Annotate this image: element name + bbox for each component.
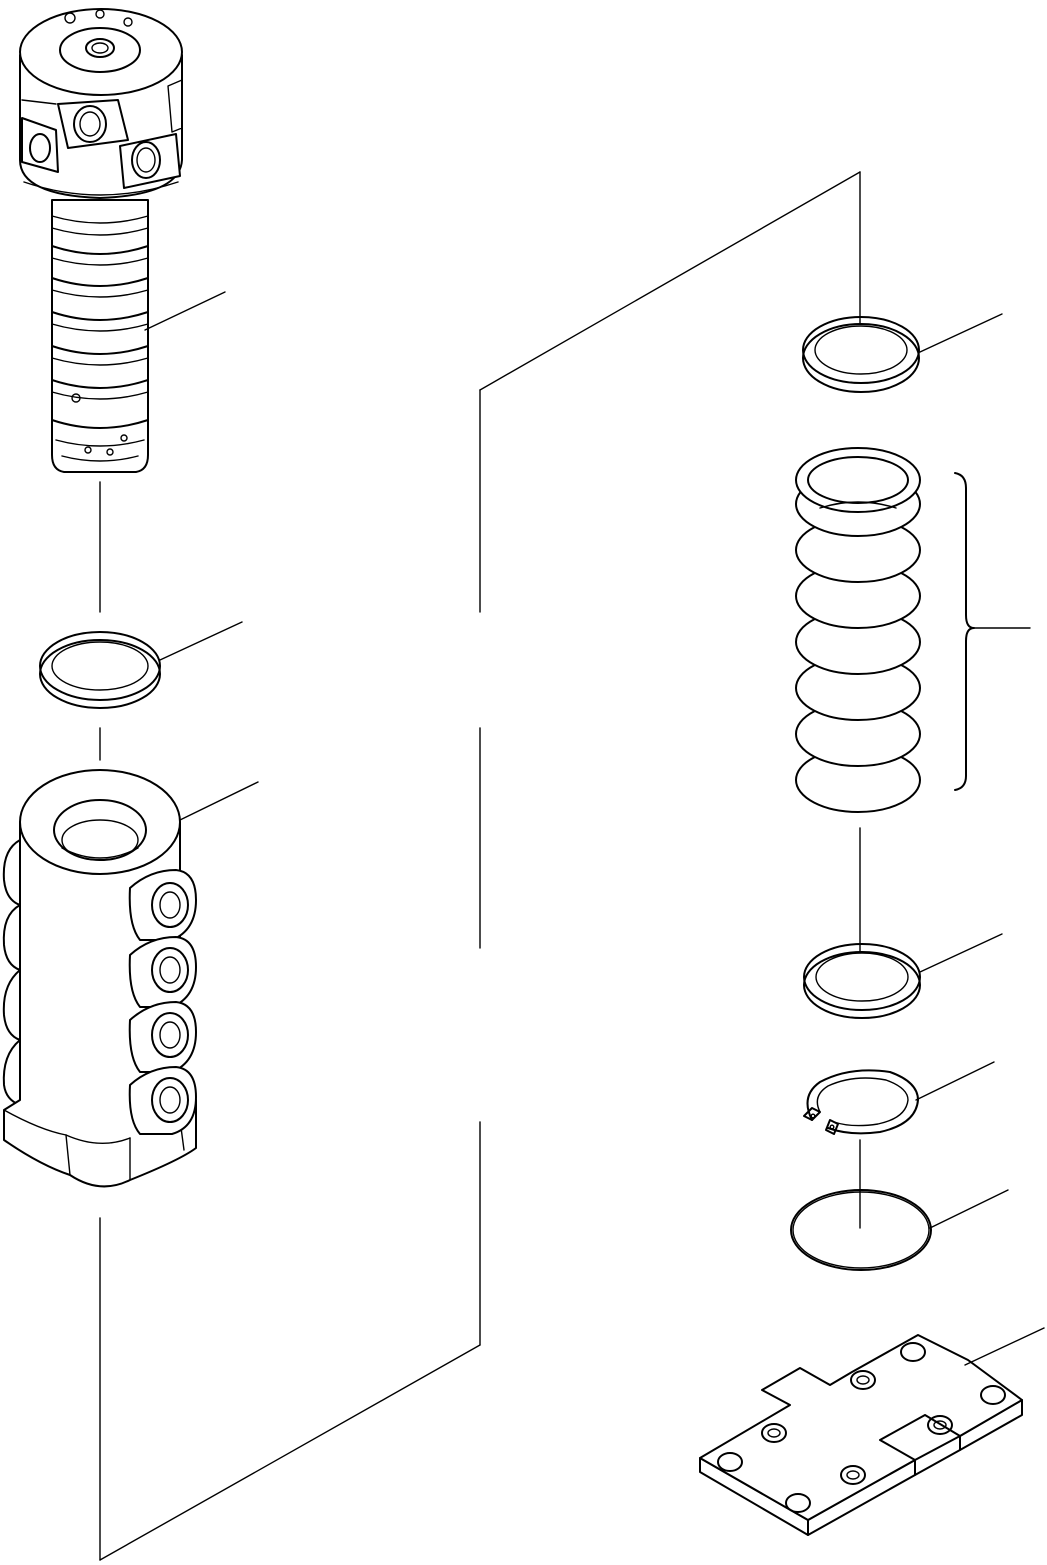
valve-body bbox=[2, 769, 197, 1188]
spring-bracket bbox=[954, 472, 975, 791]
leader-lines bbox=[144, 291, 1045, 1366]
seal-ring-top-right bbox=[802, 316, 920, 393]
seal-ring-lower-right bbox=[803, 943, 921, 1019]
valve-head-spool bbox=[19, 8, 183, 473]
cover-plate bbox=[699, 1334, 1023, 1536]
assembly-lines bbox=[99, 171, 861, 1561]
snap-ring bbox=[803, 1069, 919, 1135]
seal-ring-left bbox=[39, 631, 161, 709]
o-ring bbox=[790, 1189, 932, 1271]
spring-stack bbox=[795, 447, 921, 813]
spool-grooves bbox=[51, 215, 149, 462]
body-ports bbox=[128, 869, 197, 1135]
